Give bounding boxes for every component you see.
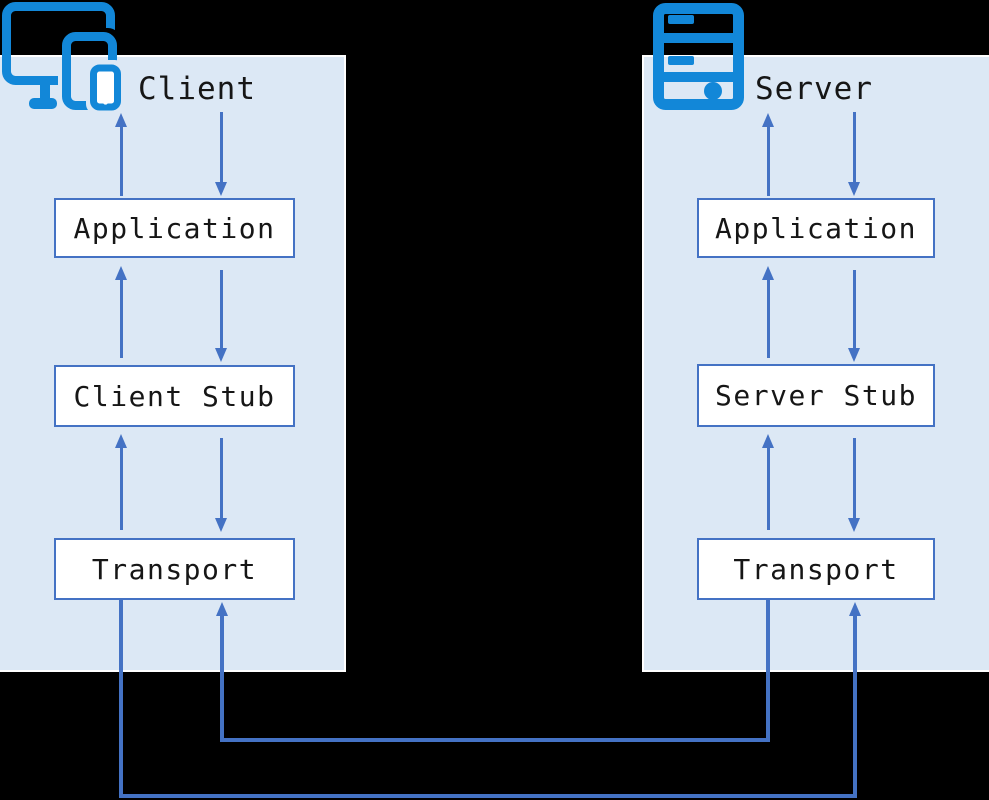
client-application-label: Application xyxy=(73,211,276,245)
response-line-horizontal xyxy=(220,738,770,742)
client-transport-label: Transport xyxy=(91,552,258,586)
server-stub-box: Server Stub xyxy=(697,364,935,427)
response-line-vertical-left xyxy=(220,616,224,742)
arrow-shaft xyxy=(220,438,223,518)
server-icon xyxy=(653,3,744,110)
arrow-up-icon xyxy=(115,113,127,127)
request-line-horizontal xyxy=(119,794,857,798)
server-stub-label: Server Stub xyxy=(715,379,917,412)
arrow-down-icon xyxy=(848,518,860,532)
arrow-up-icon xyxy=(216,602,228,616)
client-application-box: Application xyxy=(54,198,295,258)
arrow-up-icon xyxy=(762,113,774,127)
arrow-up-icon xyxy=(115,266,127,280)
server-application-label: Application xyxy=(715,211,917,245)
server-transport-box: Transport xyxy=(697,538,935,600)
arrow-up-icon xyxy=(762,266,774,280)
client-stub-label: Client Stub xyxy=(73,379,276,413)
request-line-vertical-left xyxy=(119,600,123,796)
arrow-down-icon xyxy=(215,348,227,362)
server-transport-label: Transport xyxy=(733,552,899,586)
client-transport-box: Transport xyxy=(54,538,295,600)
arrow-shaft xyxy=(220,270,223,348)
arrow-shaft xyxy=(767,126,770,196)
arrow-down-icon xyxy=(215,518,227,532)
arrow-shaft xyxy=(120,279,123,358)
arrow-shaft xyxy=(220,112,223,182)
response-line-vertical-right xyxy=(766,600,770,742)
arrow-up-icon xyxy=(762,434,774,448)
server-application-box: Application xyxy=(697,198,935,258)
arrow-shaft xyxy=(853,112,856,182)
devices-icon xyxy=(2,2,121,111)
request-line-vertical-right xyxy=(853,616,857,798)
arrow-down-icon xyxy=(848,182,860,196)
client-title: Client xyxy=(138,71,256,107)
arrow-down-icon xyxy=(848,348,860,362)
arrow-down-icon xyxy=(215,182,227,196)
client-stub-box: Client Stub xyxy=(54,365,295,427)
arrow-shaft xyxy=(853,270,856,348)
arrow-shaft xyxy=(120,447,123,530)
arrow-shaft xyxy=(120,126,123,196)
arrow-shaft xyxy=(767,447,770,530)
server-title: Server xyxy=(755,71,873,107)
arrow-up-icon xyxy=(849,602,861,616)
arrow-shaft xyxy=(767,279,770,358)
arrow-shaft xyxy=(853,438,856,518)
arrow-up-icon xyxy=(115,434,127,448)
